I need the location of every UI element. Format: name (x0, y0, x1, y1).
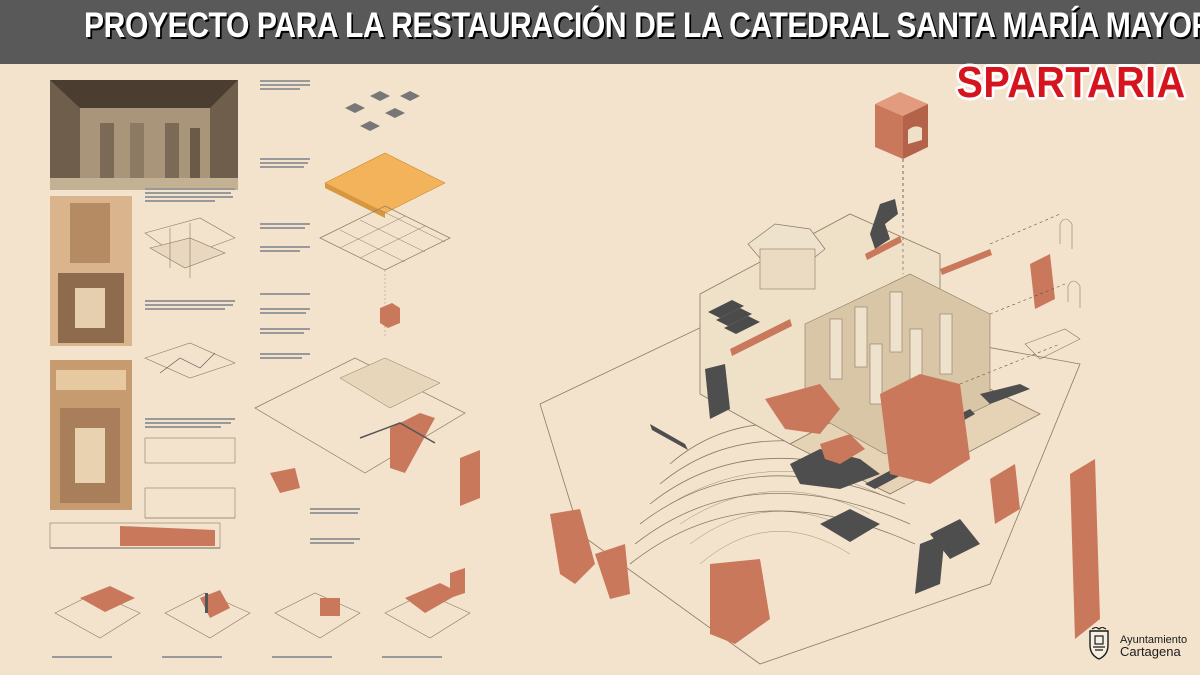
connector-lines (902, 159, 1066, 385)
terracotta-fragments (550, 254, 1100, 644)
logo-line-2: Cartagena (1120, 644, 1181, 659)
coat-of-arms-icon (1089, 627, 1109, 660)
long-section (49, 522, 221, 549)
ayuntamiento-logo: Ayuntamiento Cartagena (1084, 627, 1188, 665)
exploded-axonometric (254, 91, 480, 506)
photo-section-1 (50, 196, 132, 346)
header-bar (0, 0, 1200, 64)
left-panel (49, 80, 480, 658)
brand-title: SPARTARIA (956, 58, 1186, 107)
main-axonometric-drawing (539, 92, 1100, 665)
page-title: PROYECTO PARA LA RESTAURACIÓN DE LA CATE… (84, 6, 1200, 45)
photo-interior (50, 80, 238, 190)
sketch-column (144, 217, 236, 519)
tower-block (875, 92, 928, 224)
staircases (650, 199, 1030, 594)
logo-line-1: Ayuntamiento (1120, 634, 1188, 646)
cathedral-body (699, 213, 1041, 495)
photo-section-2 (50, 360, 132, 510)
phase-sketches (52, 568, 471, 658)
